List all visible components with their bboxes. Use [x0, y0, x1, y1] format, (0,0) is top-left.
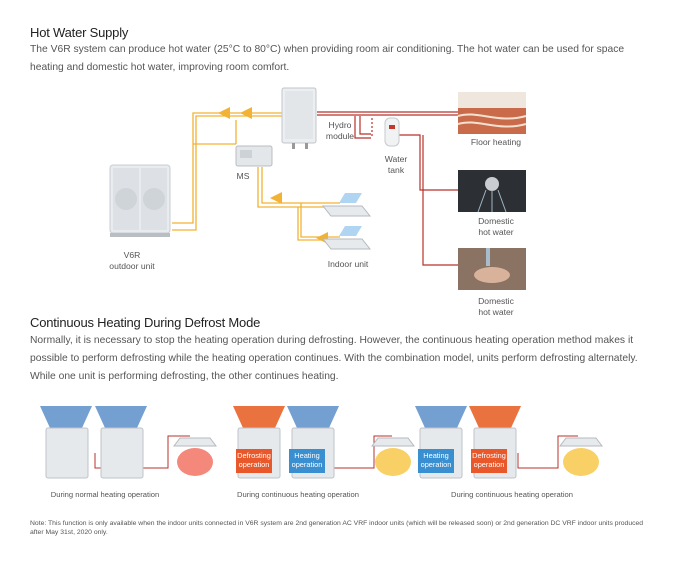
arrow-icon: [270, 192, 282, 204]
hot-water-paragraph: The V6R system can produce hot water (25…: [30, 44, 625, 73]
arrow-icon: [240, 107, 252, 119]
water-tank-illustration: [384, 117, 400, 147]
arrow-icon: [218, 107, 230, 119]
defrost-diagram: [40, 406, 603, 479]
caption-normal-heating: During normal heating operation: [50, 490, 160, 499]
section-title-hot-water: Hot Water Supply: [30, 25, 129, 40]
ms-box-illustration: [235, 145, 273, 167]
hot-water-diagram: [109, 87, 527, 290]
indoor-unit-label: Indoor unit: [327, 259, 369, 269]
hydro-module-illustration: [281, 87, 317, 149]
refrigerant-pipes: [172, 112, 340, 241]
caption-continuous-heating: During continuous heating operation: [450, 490, 573, 499]
ms-label: MS: [236, 171, 250, 181]
indoor-unit-illustration: [321, 193, 372, 250]
footnote: Note: This function is only available wh…: [30, 520, 644, 536]
outdoor-unit-illustration: [109, 164, 171, 237]
normal-heating-group: [40, 406, 217, 479]
shower-photo: [458, 170, 526, 213]
defrost-paragraph: Normally, it is necessary to stop the he…: [30, 335, 638, 382]
caption-continuous-heating: During continuous heating operation: [236, 490, 359, 499]
floor-heating-label: Floor heating: [470, 137, 522, 147]
water-pipes: [317, 111, 460, 266]
section-title-defrost: Continuous Heating During Defrost Mode: [30, 315, 261, 330]
floor-heating-photo: [457, 92, 527, 134]
hand-washing-photo: [458, 248, 526, 290]
